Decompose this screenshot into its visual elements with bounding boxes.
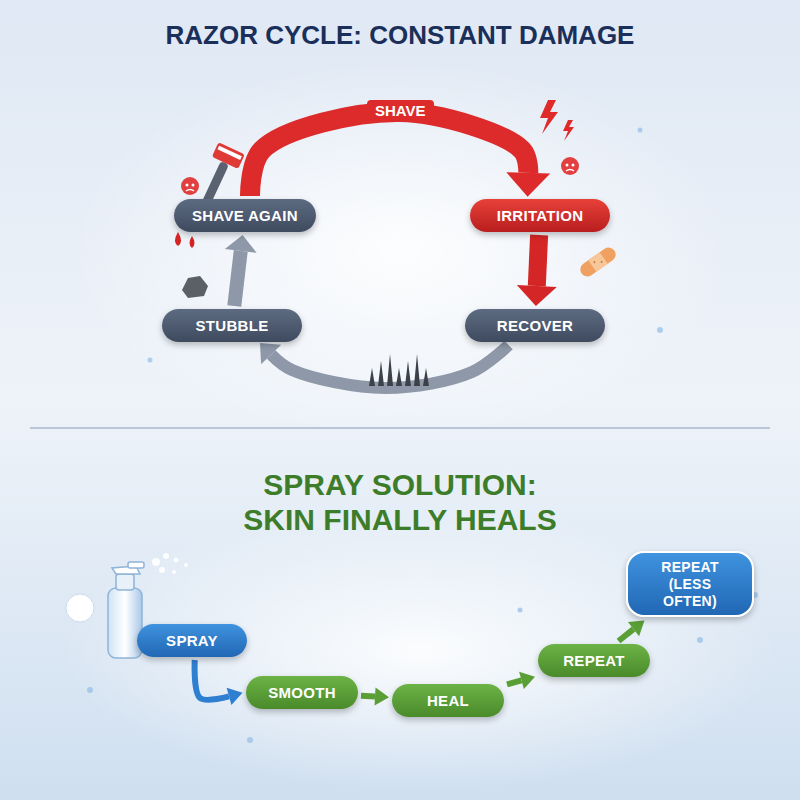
art-part bbox=[657, 327, 663, 333]
stubble-spikes bbox=[369, 354, 429, 386]
water-drops bbox=[87, 128, 758, 744]
art-part bbox=[217, 146, 241, 160]
step-label: SPRAY bbox=[155, 632, 229, 649]
art-part bbox=[247, 737, 253, 743]
flow-arrow bbox=[271, 345, 508, 388]
flow-arrow bbox=[250, 112, 528, 196]
stubble-spike bbox=[405, 361, 411, 386]
art-part bbox=[190, 236, 195, 248]
art-part bbox=[108, 588, 142, 658]
step-label: REPEAT bbox=[556, 652, 632, 669]
art-part bbox=[148, 358, 153, 363]
step-label: REPEAT (LESS OFTEN) bbox=[642, 559, 738, 609]
blood-drops bbox=[175, 232, 195, 248]
art-part bbox=[697, 637, 703, 643]
foam-ball bbox=[66, 594, 94, 622]
flow-arrow bbox=[361, 693, 375, 700]
stubble-spike bbox=[369, 368, 375, 386]
art-part bbox=[593, 261, 596, 264]
lightning-icon bbox=[540, 100, 574, 141]
bandage-icon bbox=[578, 245, 619, 279]
art-part bbox=[588, 252, 607, 271]
step-pill: REPEAT (LESS OFTEN) bbox=[626, 551, 754, 617]
art-part bbox=[163, 553, 169, 559]
art-part bbox=[128, 562, 144, 568]
angry-face bbox=[561, 157, 579, 175]
stubble-spike bbox=[423, 368, 429, 386]
art-part bbox=[192, 184, 195, 187]
art-part bbox=[174, 558, 179, 563]
step-label: HEAL bbox=[410, 692, 486, 709]
stubble-spike bbox=[378, 361, 384, 386]
art-part bbox=[181, 177, 199, 195]
step-label: SMOOTH bbox=[264, 684, 340, 701]
art-part bbox=[638, 128, 643, 133]
art-part bbox=[175, 232, 181, 246]
art-part bbox=[172, 570, 176, 574]
art-part bbox=[578, 245, 619, 279]
step-pill: STUBBLE bbox=[162, 309, 302, 342]
art-part bbox=[518, 608, 523, 613]
art-part bbox=[566, 164, 569, 167]
art-part bbox=[572, 164, 575, 167]
art-part bbox=[566, 170, 574, 172]
step-pill: HEAL bbox=[392, 684, 504, 717]
rock-icon bbox=[182, 276, 208, 298]
art-part bbox=[87, 687, 93, 693]
art-part bbox=[152, 558, 160, 566]
art-part bbox=[184, 563, 188, 567]
step-pill: SMOOTH bbox=[246, 676, 358, 709]
art-part bbox=[600, 261, 603, 264]
edge-label: SHAVE bbox=[367, 100, 434, 121]
art-part bbox=[186, 190, 194, 192]
section-heading: SPRAY SOLUTION: SKIN FINALLY HEALS bbox=[235, 468, 565, 537]
stubble-spike bbox=[414, 354, 420, 386]
stubble-spike bbox=[387, 354, 393, 386]
art-part bbox=[540, 100, 558, 134]
art-part bbox=[563, 120, 574, 141]
step-label: RECOVER bbox=[483, 317, 587, 334]
glow bbox=[60, 510, 780, 790]
step-label: SHAVE AGAIN bbox=[192, 207, 298, 224]
flow-arrow bbox=[507, 680, 521, 684]
art-part bbox=[212, 142, 245, 169]
step-pill: RECOVER bbox=[465, 309, 605, 342]
step-label: STUBBLE bbox=[180, 317, 284, 334]
flow-arrow bbox=[195, 660, 229, 700]
step-label: IRRITATION bbox=[488, 207, 592, 224]
flow-arrow bbox=[537, 235, 539, 286]
art-part bbox=[116, 574, 134, 590]
diagram-title: RAZOR CYCLE: CONSTANT DAMAGE bbox=[0, 20, 800, 51]
step-pill: IRRITATION bbox=[470, 199, 610, 232]
step-pill: SPRAY bbox=[137, 624, 247, 657]
step-pill: SHAVE AGAIN bbox=[174, 199, 316, 232]
step-pill: REPEAT bbox=[538, 644, 650, 677]
angry-face bbox=[181, 177, 199, 195]
art-part bbox=[561, 157, 579, 175]
stubble-spike bbox=[396, 368, 402, 386]
spray-mist bbox=[152, 553, 188, 574]
flow-arrow bbox=[619, 629, 634, 641]
flow-arrow bbox=[234, 251, 240, 306]
art-part bbox=[159, 567, 165, 573]
divider bbox=[30, 427, 770, 429]
glow bbox=[70, 60, 730, 440]
art-part bbox=[186, 184, 189, 187]
